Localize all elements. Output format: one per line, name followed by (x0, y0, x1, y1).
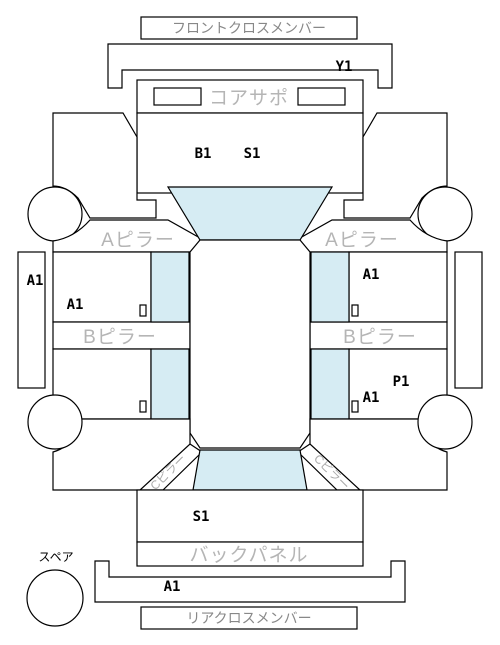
code-a1-left-inner: A1 (67, 297, 84, 313)
rear-cross-member-label: リアクロスメンバー (186, 610, 311, 626)
left-rear-window[interactable] (150, 348, 190, 420)
back-panel-label: バックパネル (189, 544, 308, 566)
code-a1-left-outer: A1 (27, 273, 44, 289)
code-a1-right-lower: A1 (363, 390, 380, 406)
right-b-pillar[interactable] (309, 321, 448, 350)
windshield[interactable] (166, 186, 334, 241)
right-b-pillar-label: Bピラー (343, 327, 417, 348)
left-b-pillar[interactable] (52, 321, 191, 350)
left-a-pillar-label: Aピラー (101, 230, 175, 251)
code-p1: P1 (393, 374, 410, 390)
left-front-window[interactable] (150, 251, 190, 323)
left-rear-wheel[interactable] (27, 394, 83, 450)
code-a1-right-upper: A1 (363, 267, 380, 283)
front-cross-member-part[interactable] (107, 43, 393, 89)
right-side-sill[interactable] (454, 251, 483, 389)
back-panel-part[interactable] (136, 541, 364, 567)
left-front-door-handle (139, 304, 147, 317)
core-support-label: コアサポ (209, 87, 289, 109)
roof[interactable] (189, 239, 311, 449)
code-a1-rear: A1 (164, 579, 181, 595)
left-b-pillar-label: Bピラー (83, 327, 157, 348)
code-y1: Y1 (336, 59, 353, 75)
rear-cross-member-part[interactable] (94, 560, 406, 603)
code-s1-rear: S1 (193, 509, 210, 525)
rear-cross-member-box (140, 606, 358, 630)
right-rear-window[interactable] (310, 348, 350, 420)
front-cross-member-label: フロントクロスメンバー (172, 20, 326, 36)
right-front-door-handle (351, 304, 359, 317)
code-b1: B1 (195, 146, 212, 162)
right-front-door[interactable] (348, 251, 448, 323)
left-side-sill[interactable] (17, 251, 46, 389)
core-support-right-slot (297, 87, 346, 106)
right-rear-door-handle (351, 400, 359, 413)
spare-tire[interactable] (26, 569, 84, 627)
front-cross-member-box (140, 16, 358, 40)
code-s1-front: S1 (244, 146, 261, 162)
rear-window[interactable] (192, 449, 308, 491)
right-a-pillar-label: Aピラー (325, 230, 399, 251)
right-rear-wheel[interactable] (417, 394, 473, 450)
right-front-window[interactable] (310, 251, 350, 323)
trunk-lid[interactable] (136, 489, 364, 543)
spare-label: スペア (38, 550, 73, 564)
core-support-left-slot (153, 87, 202, 106)
left-rear-door-handle (139, 400, 147, 413)
